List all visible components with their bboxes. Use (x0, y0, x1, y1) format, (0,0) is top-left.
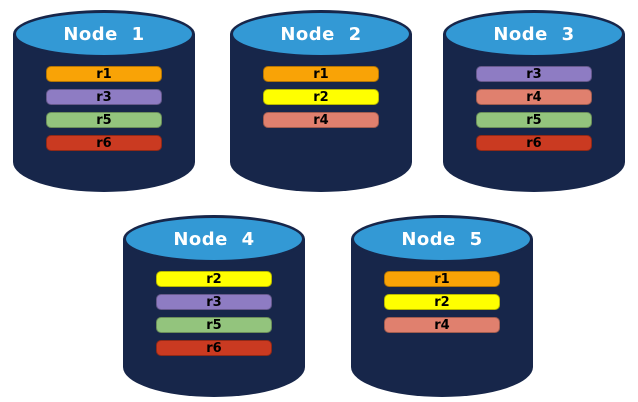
node-1-cylinder: Node 1 r1 r3 r5 r6 (13, 8, 195, 192)
replica-bar-r5: r5 (46, 112, 162, 128)
replica-bar-r2: r2 (384, 294, 500, 310)
cylinder-top-ellipse: Node 4 (123, 215, 305, 263)
replica-bar-r1: r1 (384, 271, 500, 287)
node-3-cylinder: Node 3 r3 r4 r5 r6 (443, 8, 625, 192)
replica-bar-r1: r1 (263, 66, 379, 82)
replica-list: r2 r3 r5 r6 (156, 271, 272, 356)
cylinder-top-ellipse: Node 2 (230, 10, 412, 58)
node-4-cylinder: Node 4 r2 r3 r5 r6 (123, 213, 305, 397)
replica-bar-r5: r5 (156, 317, 272, 333)
replica-list: r1 r3 r5 r6 (46, 66, 162, 151)
replica-bar-r3: r3 (46, 89, 162, 105)
node-title: Node 2 (280, 24, 362, 45)
node-title: Node 1 (63, 24, 145, 45)
cylinder-top-ellipse: Node 1 (13, 10, 195, 58)
replica-bar-r1: r1 (46, 66, 162, 82)
replica-bar-r6: r6 (156, 340, 272, 356)
replica-bar-r2: r2 (263, 89, 379, 105)
replica-list: r1 r2 r4 (263, 66, 379, 128)
node-2-cylinder: Node 2 r1 r2 r4 (230, 8, 412, 192)
node-5-cylinder: Node 5 r1 r2 r4 (351, 213, 533, 397)
replica-bar-r4: r4 (384, 317, 500, 333)
replica-list: r1 r2 r4 (384, 271, 500, 333)
replica-bar-r5: r5 (476, 112, 592, 128)
replica-bar-r3: r3 (156, 294, 272, 310)
node-title: Node 5 (401, 229, 483, 250)
cylinder-top-ellipse: Node 5 (351, 215, 533, 263)
cylinder-top-ellipse: Node 3 (443, 10, 625, 58)
replica-list: r3 r4 r5 r6 (476, 66, 592, 151)
replica-bar-r6: r6 (46, 135, 162, 151)
replica-bar-r2: r2 (156, 271, 272, 287)
replica-bar-r6: r6 (476, 135, 592, 151)
replica-bar-r3: r3 (476, 66, 592, 82)
node-title: Node 4 (173, 229, 255, 250)
node-title: Node 3 (493, 24, 575, 45)
replica-bar-r4: r4 (476, 89, 592, 105)
replica-bar-r4: r4 (263, 112, 379, 128)
